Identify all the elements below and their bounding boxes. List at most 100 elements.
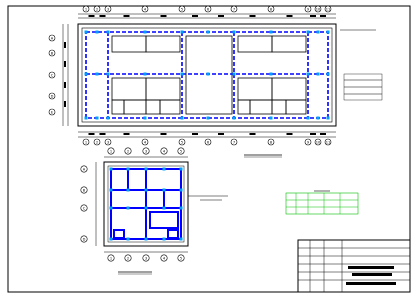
axis-bubble-label: 11 xyxy=(326,8,331,12)
dimension-mark xyxy=(64,82,66,88)
title-block-name-bar xyxy=(346,282,396,285)
column-marker xyxy=(306,30,310,34)
column-marker xyxy=(316,72,320,76)
column-marker xyxy=(106,30,110,34)
axis-bubble-label: A xyxy=(83,168,86,172)
column-marker xyxy=(326,116,330,120)
axis-bubble: 2 xyxy=(93,5,101,13)
axis-bubble: 2 xyxy=(93,138,101,146)
column-marker xyxy=(232,30,236,34)
axis-bubble: 1 xyxy=(107,254,115,262)
room xyxy=(237,99,251,115)
column-marker xyxy=(306,116,310,120)
column-marker xyxy=(144,167,148,171)
axis-bubble: 4 xyxy=(160,254,168,262)
room xyxy=(111,35,147,53)
axis-bubble-label: 9 xyxy=(307,141,310,145)
axis-bubble: 3 xyxy=(142,147,150,155)
axis-bubble-label: 10 xyxy=(316,8,321,12)
top-plan-inner-outline xyxy=(81,27,333,123)
column-marker xyxy=(95,116,99,120)
dimension-mark xyxy=(64,61,66,67)
column-marker xyxy=(206,116,210,120)
axis-bubble-label: 1 xyxy=(85,8,87,12)
axis-bubble: 2 xyxy=(124,254,132,262)
sheet-border xyxy=(7,5,411,293)
bottom-columns xyxy=(109,167,183,241)
axis-bubble: A xyxy=(80,165,88,173)
dimension-mark xyxy=(286,15,293,17)
dimension-mark xyxy=(310,133,316,135)
dimension-mark xyxy=(160,133,167,135)
room xyxy=(237,35,273,53)
column-marker xyxy=(84,72,88,76)
axis-bubble-label: 4 xyxy=(144,8,147,12)
column-marker xyxy=(126,237,130,241)
axis-bubble-label: 2 xyxy=(127,150,129,154)
column-marker xyxy=(109,206,113,210)
column-marker xyxy=(162,188,166,192)
axis-bubble-label: 3 xyxy=(107,141,109,145)
title-block-name-bar xyxy=(348,266,394,269)
axis-bubble-label: 4 xyxy=(163,257,166,261)
table-frame xyxy=(285,192,359,215)
axis-bubble-label: 1 xyxy=(85,141,87,145)
column-marker xyxy=(179,237,183,241)
axis-bubble-label: 4 xyxy=(163,150,166,154)
column-marker xyxy=(269,30,273,34)
room xyxy=(271,77,307,101)
title-block xyxy=(297,239,411,293)
axis-bubble-label: 3 xyxy=(107,8,109,12)
dimension-mark xyxy=(286,133,293,135)
column-marker xyxy=(179,206,183,210)
dimension-mark xyxy=(123,15,130,17)
axis-bubble-label: 5 xyxy=(181,141,183,145)
axis-bubble-label: 4 xyxy=(144,141,147,145)
room xyxy=(237,77,273,101)
dimension-mark xyxy=(160,15,167,17)
column-marker xyxy=(232,116,236,120)
column-marker xyxy=(316,116,320,120)
axis-bubble-label: 9 xyxy=(307,8,310,12)
room xyxy=(159,99,181,115)
column-marker xyxy=(206,30,210,34)
axis-bubble: 1 xyxy=(107,147,115,155)
room xyxy=(111,99,125,115)
column-marker xyxy=(84,116,88,120)
axis-bubble: 7 xyxy=(230,5,238,13)
axis-bubble: 4 xyxy=(141,5,149,13)
dimension-mark xyxy=(249,15,256,17)
column-marker xyxy=(180,30,184,34)
column-marker xyxy=(144,188,148,192)
axis-bubble-label: 2 xyxy=(96,8,98,12)
column-marker xyxy=(326,72,330,76)
axis-bubble-label: E xyxy=(51,111,54,115)
dimension-mark xyxy=(249,133,256,135)
axis-bubble: 9 xyxy=(304,5,312,13)
column-marker xyxy=(144,237,148,241)
axis-bubble: 5 xyxy=(177,147,185,155)
axis-bubble: 10 xyxy=(314,5,322,13)
axis-bubble: 5 xyxy=(178,138,186,146)
bottom-beam-grid xyxy=(110,168,182,240)
axis-bubble-label: 3 xyxy=(145,150,147,154)
dimension-mark xyxy=(218,133,224,135)
dimension-mark xyxy=(88,133,95,135)
axis-bubble: C xyxy=(48,71,56,79)
dimension-mark xyxy=(218,15,224,17)
axis-bubble: 4 xyxy=(160,147,168,155)
room xyxy=(285,99,307,115)
axis-bubble-label: D xyxy=(83,238,86,242)
column-marker xyxy=(306,72,310,76)
bottom-plan-outline xyxy=(103,161,189,247)
axis-bubble: 7 xyxy=(230,138,238,146)
column-marker xyxy=(95,30,99,34)
axis-bubble: 11 xyxy=(324,5,332,13)
room xyxy=(249,99,273,115)
column-marker xyxy=(106,72,110,76)
axis-bubble: C xyxy=(80,204,88,212)
